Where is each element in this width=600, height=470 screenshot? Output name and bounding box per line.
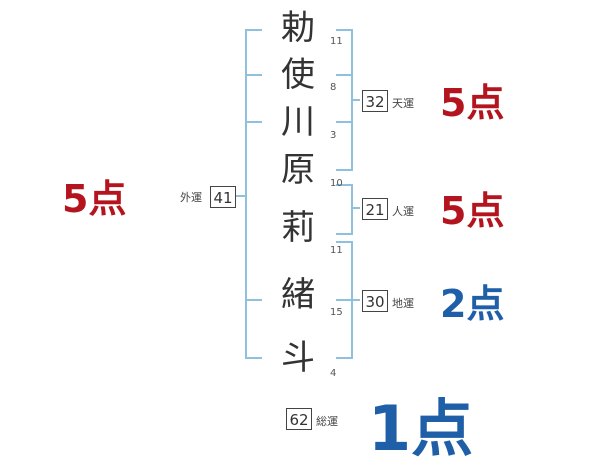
gaikaku-label: 外運 [180, 191, 202, 204]
name-char: 緒 [281, 275, 315, 315]
name-char: 勅 [281, 8, 315, 48]
soukaku-label: 総運 [316, 415, 338, 428]
name-char: 原 [281, 150, 315, 190]
stroke-count: 3 [330, 130, 337, 141]
stroke-count: 4 [330, 368, 337, 379]
tenkaku-label: 天運 [392, 97, 414, 110]
name-char: 川 [281, 102, 315, 142]
stroke-count: 10 [330, 178, 343, 189]
tenkaku-value: 32 [362, 90, 388, 112]
chikaku-label: 地運 [392, 297, 414, 310]
stroke-count: 11 [330, 36, 343, 47]
name-char: 斗 [281, 338, 315, 378]
gaikaku-bracket [245, 29, 262, 359]
gaikaku-score: 5点 [62, 177, 127, 221]
chikaku-score: 2点 [440, 282, 505, 326]
jinkaku-bracket [336, 184, 353, 235]
stroke-count: 11 [330, 245, 343, 256]
name-char: 莉 [281, 208, 315, 248]
stroke-count: 15 [330, 307, 343, 318]
jinkaku-value: 21 [362, 198, 388, 220]
tenkaku-score: 5点 [440, 81, 505, 125]
jinkaku-score: 5点 [440, 189, 505, 233]
soukaku-value: 62 [286, 408, 312, 430]
gaikaku-value: 41 [210, 186, 236, 208]
jinkaku-label: 人運 [392, 205, 414, 218]
chikaku-value: 30 [362, 290, 388, 312]
name-char: 使 [281, 55, 315, 95]
stroke-count: 8 [330, 82, 337, 93]
tenkaku-bracket [336, 29, 353, 171]
soukaku-score: 1点 [368, 392, 474, 465]
